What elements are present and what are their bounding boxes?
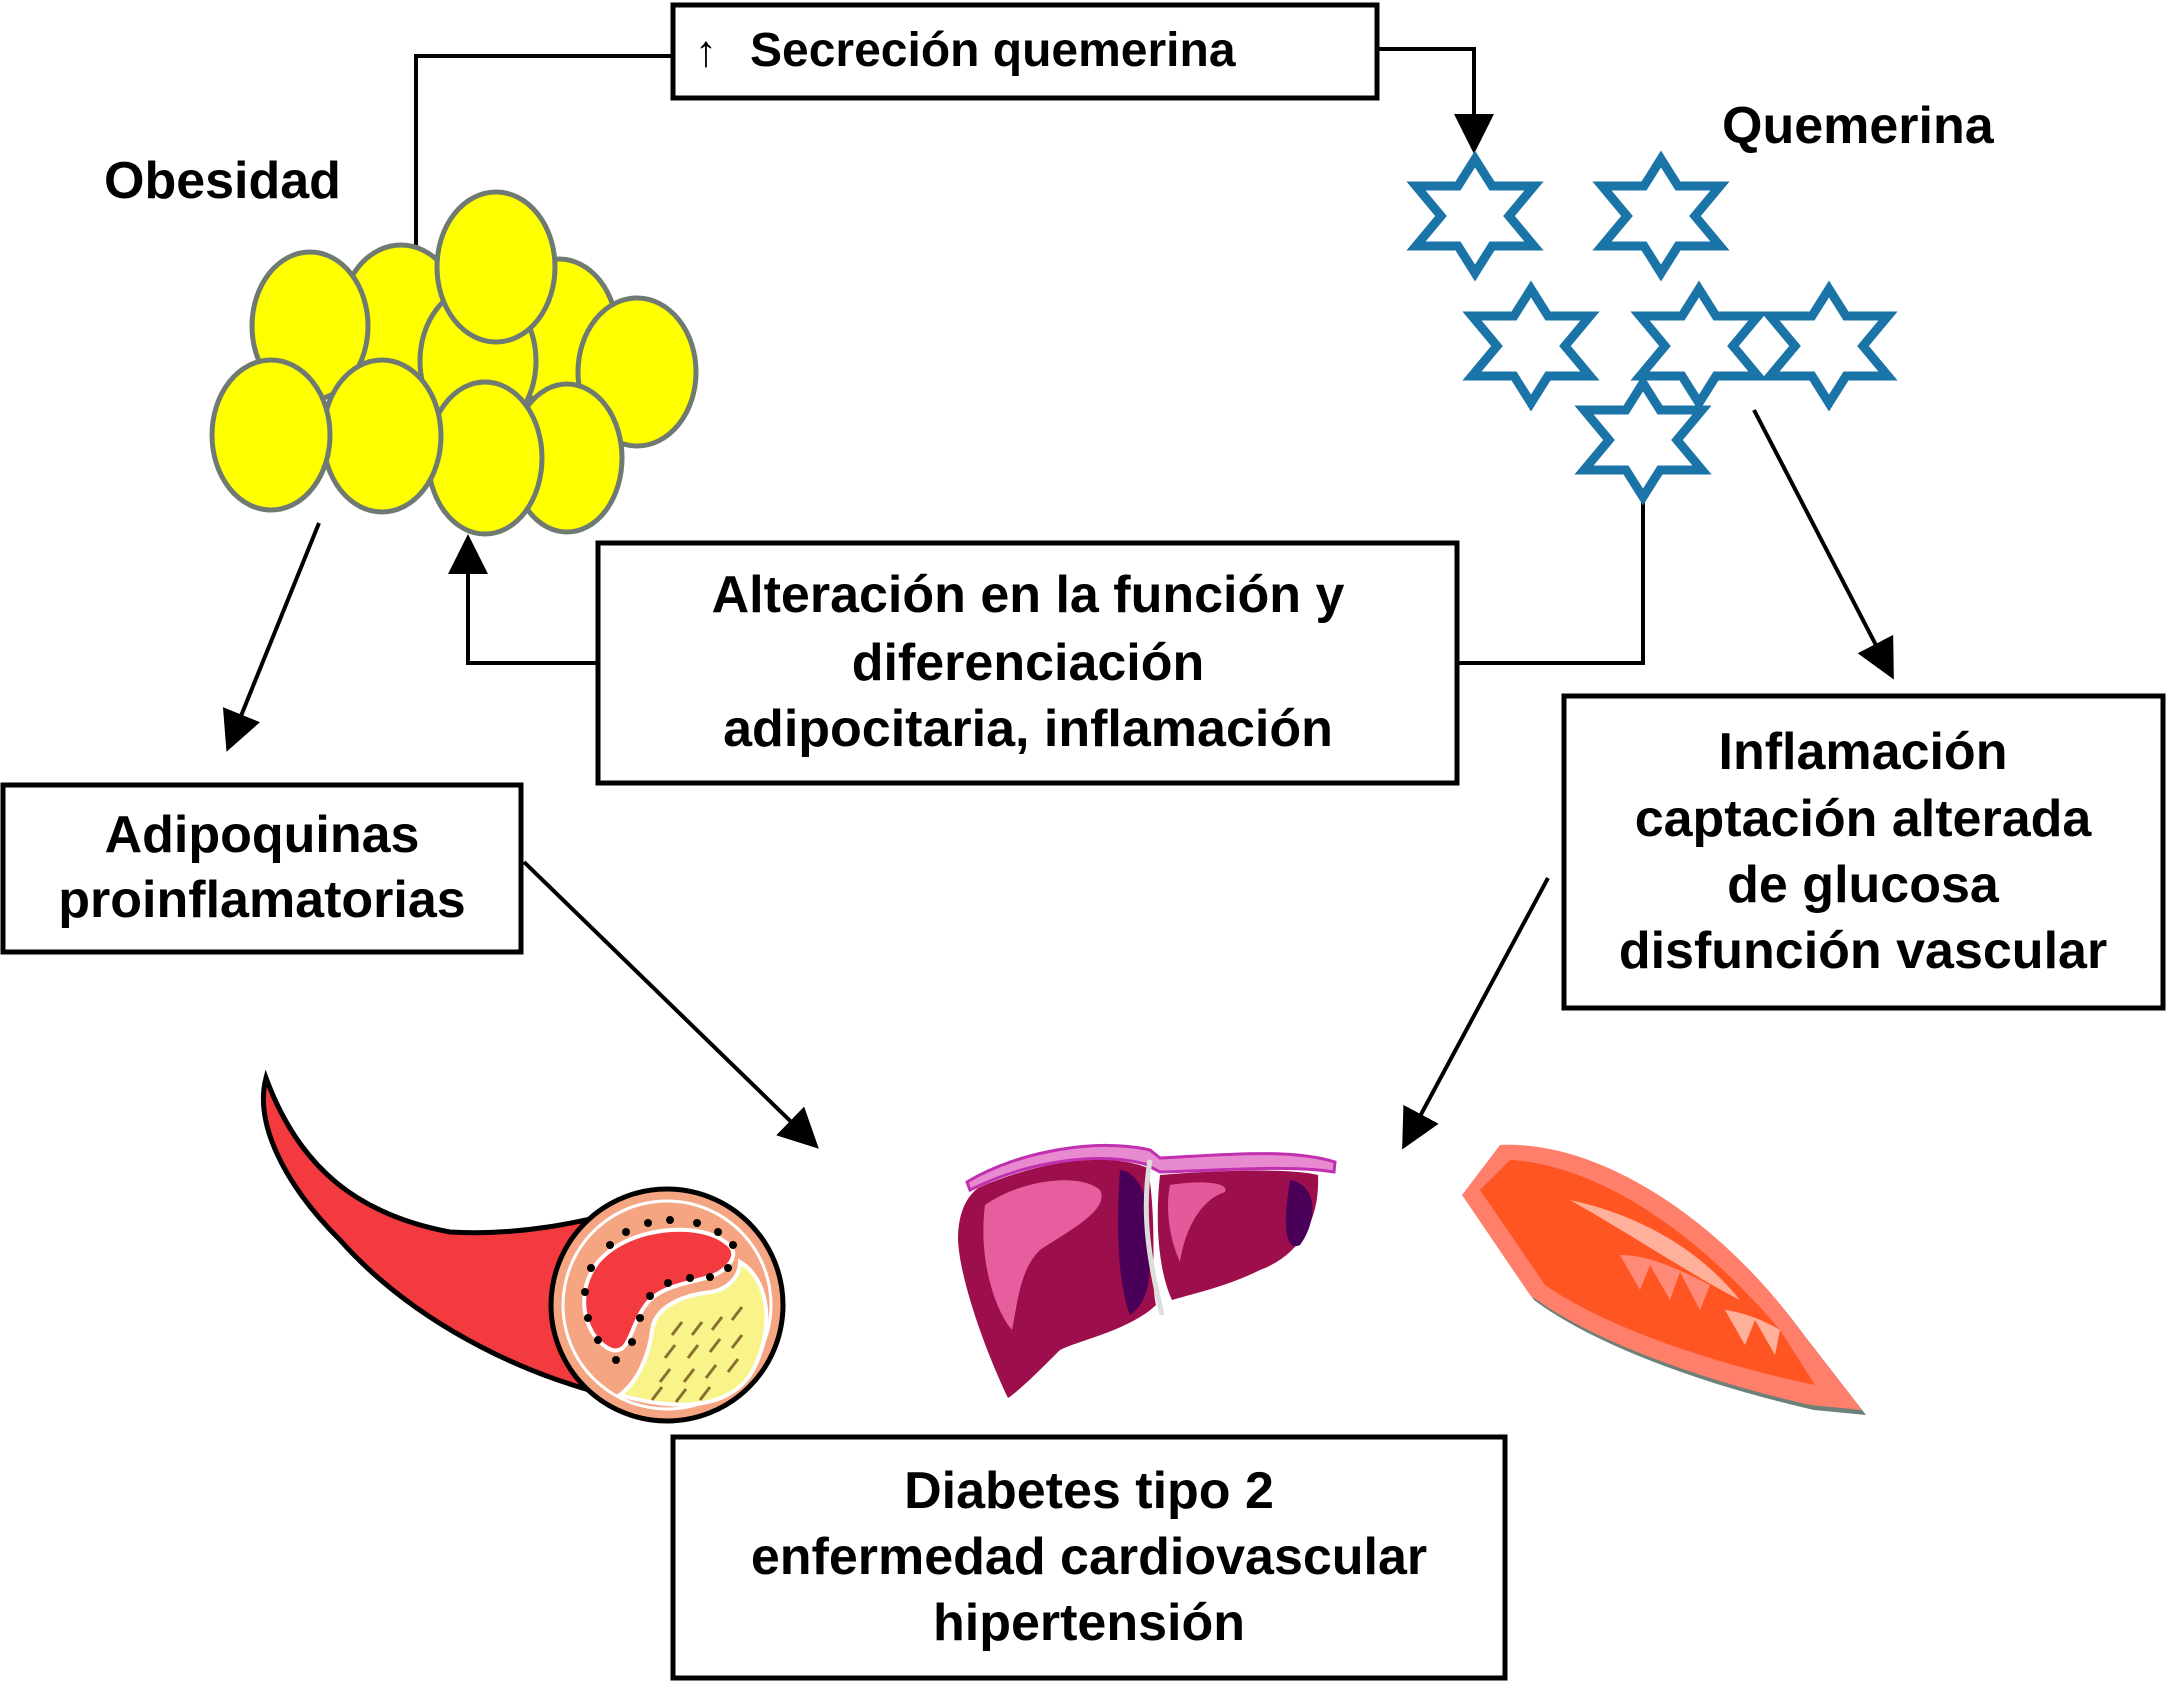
outcomes-line-1: Diabetes tipo 2 xyxy=(904,1462,1274,1520)
inflammation-line-2: captación alterada xyxy=(1635,790,2093,848)
outcomes-line-2: enfermedad cardiovascular xyxy=(751,1528,1427,1586)
connector-inflammation-to-outcomes xyxy=(1402,877,1550,1150)
liver-left-highlight xyxy=(1168,1182,1226,1262)
chemerin-label: Quemerina xyxy=(1722,97,1995,155)
muscle-striation xyxy=(1570,1200,1740,1300)
liver-illustration xyxy=(958,1143,1337,1398)
secretion-box-text: Secreción quemerina xyxy=(750,24,1236,77)
inflammation-line-1: Inflamación xyxy=(1719,723,2008,781)
adipokines-line-1: Adipoquinas xyxy=(105,806,420,864)
inflammation-line-3: de glucosa xyxy=(1727,856,2000,914)
adipokines-line-2: proinflamatorias xyxy=(58,871,465,929)
endothelial-cells xyxy=(581,1216,737,1364)
connector-secretion-to-chemerin xyxy=(1377,47,1494,154)
connector-chemerin-to-alteration xyxy=(1457,495,1645,665)
blood-vessel-illustration xyxy=(260,1069,786,1424)
connector-alteration-to-obesity xyxy=(448,534,597,665)
liver-shadow xyxy=(1118,1170,1150,1315)
connectors xyxy=(222,47,1894,1150)
connector-obesity-to-adipokines xyxy=(222,522,321,752)
chemerin-star-icon xyxy=(1584,383,1702,497)
chemerin-star-icon xyxy=(1770,289,1888,403)
liver-highlight xyxy=(983,1180,1102,1330)
inflammation-box: Inflamación captación alterada de glucos… xyxy=(1561,693,2166,1011)
chemerin-star-icon xyxy=(1416,159,1534,273)
liver-ligament xyxy=(1143,1159,1165,1316)
liver-capsule xyxy=(965,1143,1337,1193)
adipocyte-cluster xyxy=(209,189,699,537)
muscle-illustration xyxy=(1462,1144,1866,1415)
adipokines-box: Adipoquinas proinflamatorias xyxy=(0,782,524,955)
vessel-lumen xyxy=(582,1227,736,1353)
obesity-label: Obesidad xyxy=(104,152,341,210)
alteration-line-1: Alteración en la función y xyxy=(712,566,1345,624)
connector-chemerin-to-inflammation xyxy=(1752,409,1894,680)
inflammation-line-4: disfunción vascular xyxy=(1619,922,2107,980)
secretion-box: ↑ Secreción quemerina xyxy=(670,2,1380,101)
chemerin-star-icon xyxy=(1640,289,1758,403)
connector-obesity-to-secretion xyxy=(414,54,672,262)
outcomes-line-3: hipertensión xyxy=(933,1594,1245,1652)
muscle-inner xyxy=(1480,1160,1815,1385)
adipocyte xyxy=(434,189,558,345)
outcomes-box: Diabetes tipo 2 enfermedad cardiovascula… xyxy=(670,1434,1508,1681)
adipocyte xyxy=(320,357,444,515)
connector-adipokines-to-outcomes xyxy=(522,860,819,1149)
increase-arrow-icon: ↑ xyxy=(695,27,717,76)
alteration-box: Alteración en la función y diferenciació… xyxy=(595,540,1460,786)
alteration-line-2: diferenciación xyxy=(852,634,1205,692)
chemerin-star-icon xyxy=(1602,159,1720,273)
plaque-hatching xyxy=(650,1306,744,1403)
adipocyte xyxy=(209,357,333,513)
adipocyte xyxy=(425,379,545,537)
alteration-line-3: adipocitaria, inflamación xyxy=(723,700,1333,758)
chemerin-star-icon xyxy=(1472,289,1590,403)
chemerin-molecules xyxy=(1416,159,1888,497)
